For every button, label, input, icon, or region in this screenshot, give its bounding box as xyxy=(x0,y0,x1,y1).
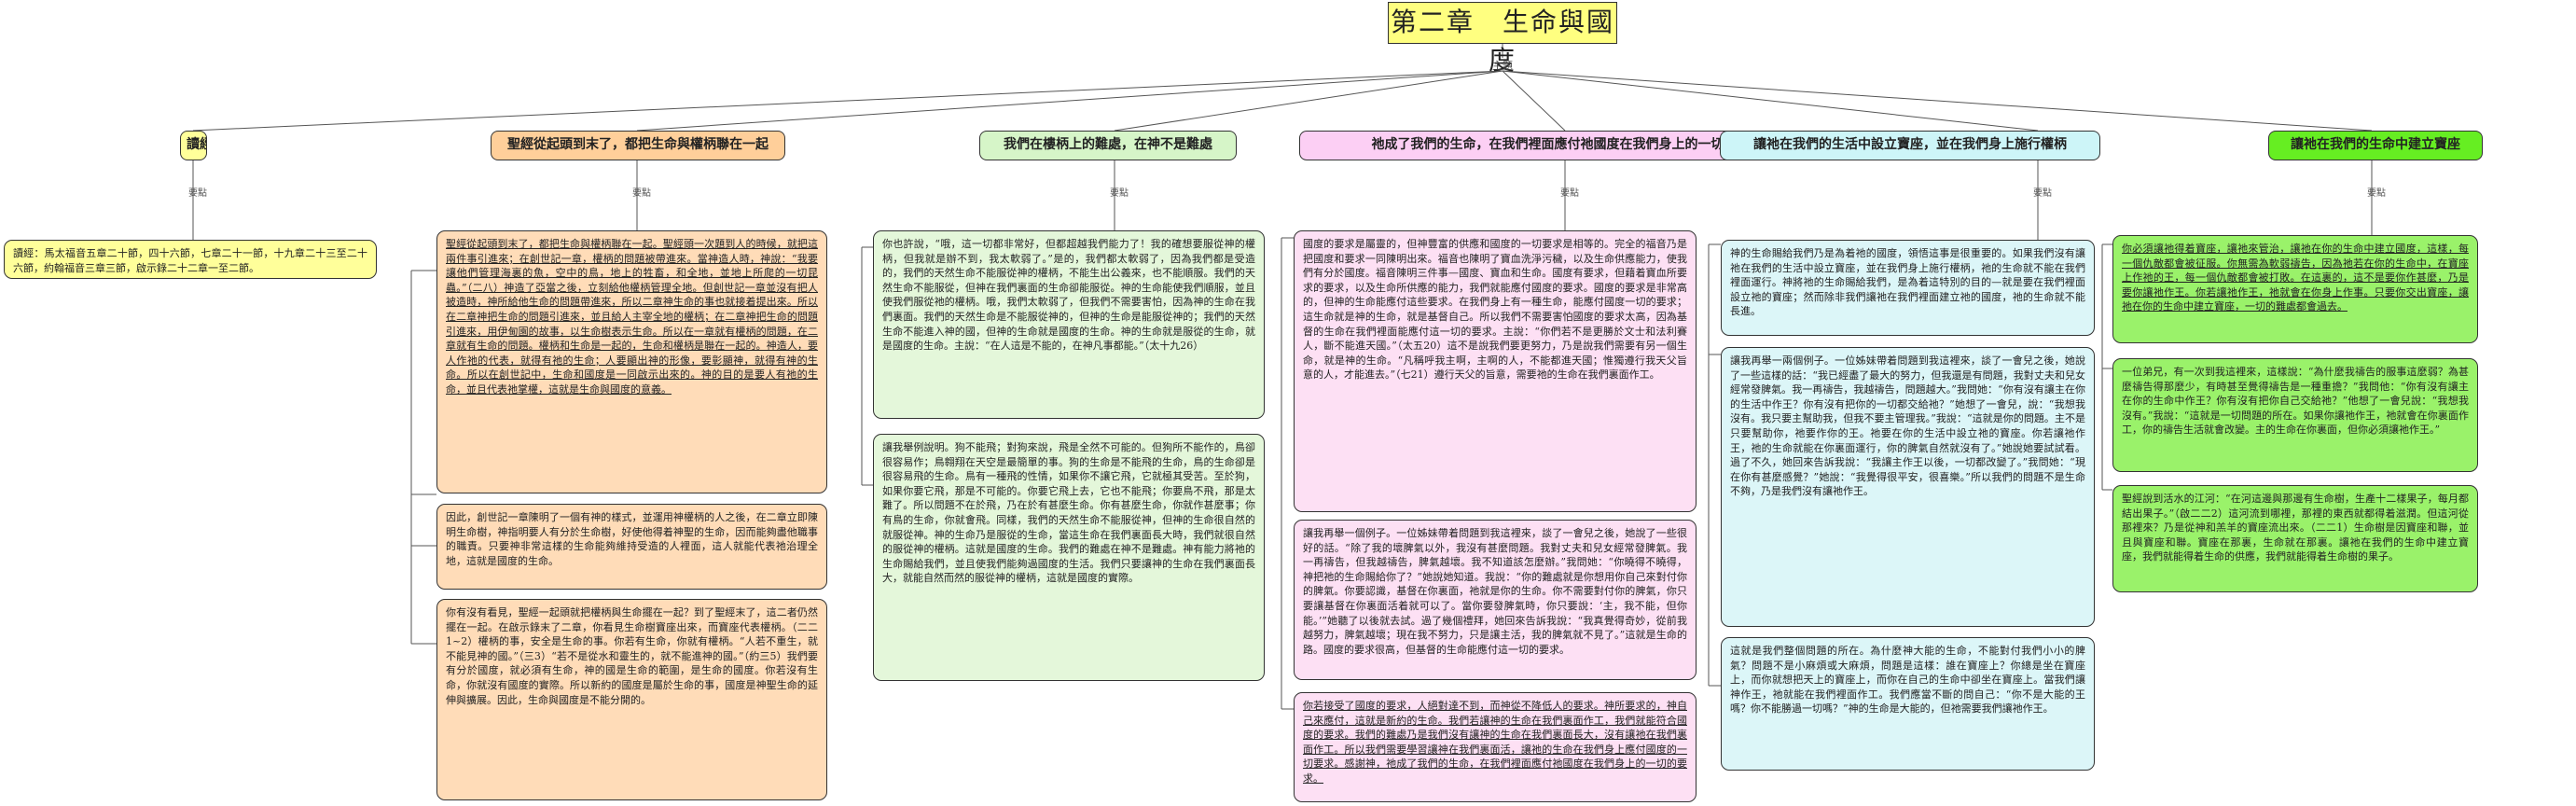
our-life-box-3: 你若接受了國度的要求，人絕對達不到，而神從不降低人的要求。神所要求的，神自己來應… xyxy=(1294,692,1697,802)
throne-life-box-1: 你必須讓祂得着寶座，讓祂來管治，讓祂在你的生命中建立國度，這樣，每一個仇敵都會被… xyxy=(2112,235,2478,343)
branch-header-life-and-authority: 聖經從起頭到末了，都把生命與權柄聯在一起 xyxy=(491,131,785,160)
our-life-box-1: 國度的要求是屬靈的，但神豐富的供應和國度的一切要求是相等的。完全的福音乃是把國度… xyxy=(1294,230,1697,512)
life-authority-box-2: 因此，創世記一章陳明了一個有神的樣式，並運用神權柄的人之後，在二章立即陳明生命樹… xyxy=(436,504,827,590)
branch-connector-label: 要點 xyxy=(2033,188,2052,199)
throne-life-box-3: 聖經說到活水的江河：“在河這邊與那邊有生命樹，生產十二樣果子，每月都結出果子。”… xyxy=(2112,485,2478,592)
set-throne-box-2: 讓我再舉一兩個例子。一位姊妹帶着問題到我這裡來，談了一會兒之後，她說了一些這樣的… xyxy=(1721,347,2095,627)
branch-header-scripture: 讀經 xyxy=(180,131,207,160)
branch-connector-label: 要點 xyxy=(1560,188,1579,199)
throne-life-box-2: 一位弟兄，有一次到我這裡來，這樣說：“為什麼我禱告的服事這麼弱？為甚麼禱告得那麼… xyxy=(2112,358,2478,472)
branch-header-difficulty: 我們在樓柄上的難處，在神不是難處 xyxy=(979,131,1237,160)
branch-header-throne-in-life: 讓祂在我們的生命中建立寶座 xyxy=(2268,131,2483,160)
difficulty-box-2: 讓我舉例說明。狗不能飛；對狗來說，飛是全然不可能的。但狗所不能作的，鳥卻很容易作… xyxy=(873,434,1265,681)
scripture-reading-box: 讀經：馬太福音五章二十節，四十六節，七章二十一節，十九章二十三至二十六節，約翰福… xyxy=(4,240,377,279)
branch-connector-label: 要點 xyxy=(188,188,207,199)
branch-connector-label: 要點 xyxy=(632,188,651,199)
difficulty-box-1: 你也許說，“哦，這一切都非常好，但都超越我們能力了！我的確想要服從神的權柄，但我… xyxy=(873,230,1265,419)
set-throne-box-3: 這就是我們整個問題的所在。為什麼神大能的生命，不能對付我們小小的脾氣？問題不是小… xyxy=(1721,637,2095,771)
life-authority-box-1: 聖經從起頭到末了，都把生命與權柄聯在一起。聖經頭一次題到人的時候，就把這兩件事引… xyxy=(436,230,827,493)
hub-label: 主題 xyxy=(1492,60,1513,72)
branch-header-set-up-throne: 讓祂在我們的生活中設立寶座，並在我們身上施行權柄 xyxy=(1720,131,2100,160)
set-throne-box-1: 神的生命賜給我們乃是為着祂的國度，領悟這事是很重要的。如果我們沒有讓祂在我們的生… xyxy=(1721,240,2095,336)
branch-connector-label: 要點 xyxy=(2367,188,2386,199)
our-life-box-2: 讓我再舉一個例子。一位姊妹帶着問題到我這裡來，談了一會兒之後，她說了一些很好的話… xyxy=(1294,520,1697,680)
page-title: 第二章 生命與國度 xyxy=(1388,2,1617,76)
life-authority-box-3: 你有沒有看見，聖經一起頭就把權柄與生命擺在一起？到了聖經末了，這二者仍然擺在一起… xyxy=(436,599,827,800)
branch-connector-label: 要點 xyxy=(1110,188,1129,199)
